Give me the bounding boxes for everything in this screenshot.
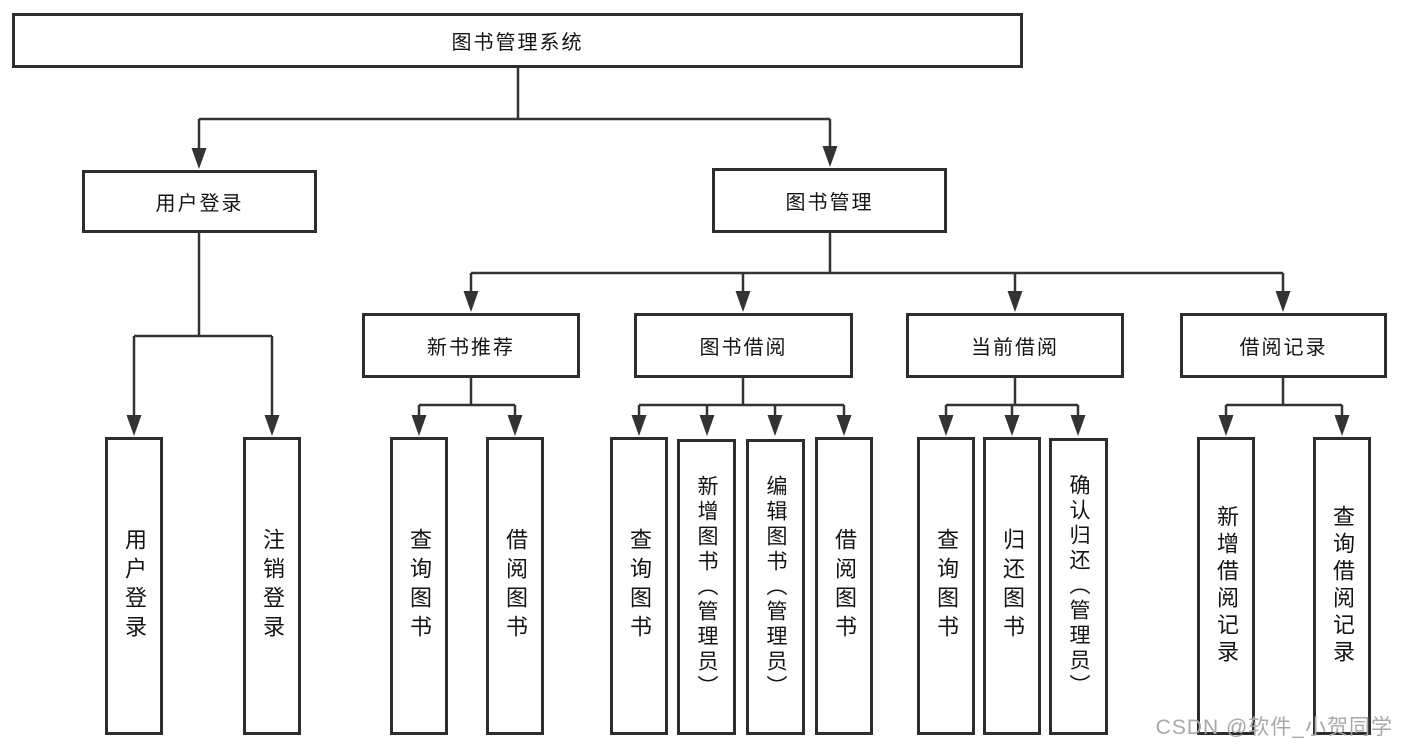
leaf-bb-borrow-book: 借阅图书	[815, 437, 873, 735]
leaf-bb-edit-book-admin-label: 编辑图书（管理员）	[764, 474, 787, 700]
leaf-nb-query-book-label: 查询图书	[407, 528, 432, 644]
arrowhead-icon	[411, 415, 427, 436]
node-book-management: 图书管理	[712, 168, 947, 233]
leaf-cb-query-book: 查询图书	[917, 437, 975, 735]
node-book-borrowing: 图书借阅	[634, 313, 853, 378]
arrowhead-icon	[836, 415, 852, 436]
leaf-bb-query-book: 查询图书	[610, 437, 668, 735]
node-user-login-label: 用户登录	[155, 193, 244, 215]
leaf-bb-borrow-book-label: 借阅图书	[832, 528, 857, 644]
arrowhead-icon	[1004, 415, 1020, 436]
csdn-watermark: CSDN @软件_小贺同学	[1155, 716, 1393, 739]
arrowhead-icon	[507, 415, 523, 436]
node-new-book-recommend-label: 新书推荐	[427, 337, 515, 359]
leaf-br-query-record-label: 查询借阅记录	[1330, 505, 1355, 667]
node-book-management-label: 图书管理	[785, 192, 874, 214]
node-root-label: 图书管理系统	[451, 32, 584, 54]
node-user-login: 用户登录	[82, 170, 317, 233]
arrowhead-icon	[1007, 291, 1023, 312]
node-book-borrowing-label: 图书借阅	[699, 337, 788, 359]
arrowhead-icon	[1218, 415, 1234, 436]
leaf-bb-add-book-admin-label: 新增图书（管理员）	[695, 474, 718, 700]
arrowhead-icon	[191, 148, 207, 169]
arrowhead-icon	[1275, 291, 1291, 312]
arrowhead-icon	[822, 146, 838, 167]
arrowhead-icon	[264, 415, 280, 436]
arrowhead-icon	[631, 415, 647, 436]
leaf-nb-borrow-book-label: 借阅图书	[503, 528, 528, 644]
leaf-nb-borrow-book: 借阅图书	[486, 437, 544, 735]
leaf-cb-return-book-label: 归还图书	[1000, 528, 1025, 644]
leaf-user-login: 用户登录	[105, 437, 163, 735]
node-root: 图书管理系统	[12, 13, 1023, 68]
node-borrow-records-label: 借阅记录	[1239, 337, 1328, 359]
leaf-br-query-record: 查询借阅记录	[1313, 437, 1371, 735]
arrowhead-icon	[938, 415, 954, 436]
leaf-logout: 注销登录	[243, 437, 301, 735]
leaf-cb-confirm-return-admin: 确认归还（管理员）	[1049, 438, 1108, 735]
arrowhead-icon	[699, 415, 715, 436]
leaf-logout-label: 注销登录	[260, 528, 285, 644]
leaf-br-add-record-label: 新增借阅记录	[1214, 505, 1239, 667]
arrowhead-icon	[1334, 415, 1350, 436]
leaf-bb-query-book-label: 查询图书	[627, 528, 652, 644]
leaf-cb-confirm-return-admin-label: 确认归还（管理员）	[1067, 474, 1090, 699]
arrowhead-icon	[735, 291, 751, 312]
node-current-borrowing: 当前借阅	[906, 313, 1124, 378]
arrowhead-icon	[1070, 415, 1086, 436]
leaf-bb-add-book-admin: 新增图书（管理员）	[677, 439, 736, 735]
leaf-cb-query-book-label: 查询图书	[934, 528, 959, 644]
leaf-cb-return-book: 归还图书	[983, 437, 1041, 735]
leaf-user-login-label: 用户登录	[122, 528, 147, 644]
node-new-book-recommend: 新书推荐	[362, 313, 580, 378]
arrowhead-icon	[767, 415, 783, 436]
arrowhead-icon	[126, 415, 142, 436]
leaf-bb-edit-book-admin: 编辑图书（管理员）	[746, 439, 805, 735]
leaf-nb-query-book: 查询图书	[390, 437, 448, 735]
leaf-br-add-record: 新增借阅记录	[1197, 437, 1255, 735]
node-current-borrowing-label: 当前借阅	[971, 337, 1059, 359]
arrowhead-icon	[463, 291, 479, 312]
node-borrow-records: 借阅记录	[1180, 313, 1387, 378]
